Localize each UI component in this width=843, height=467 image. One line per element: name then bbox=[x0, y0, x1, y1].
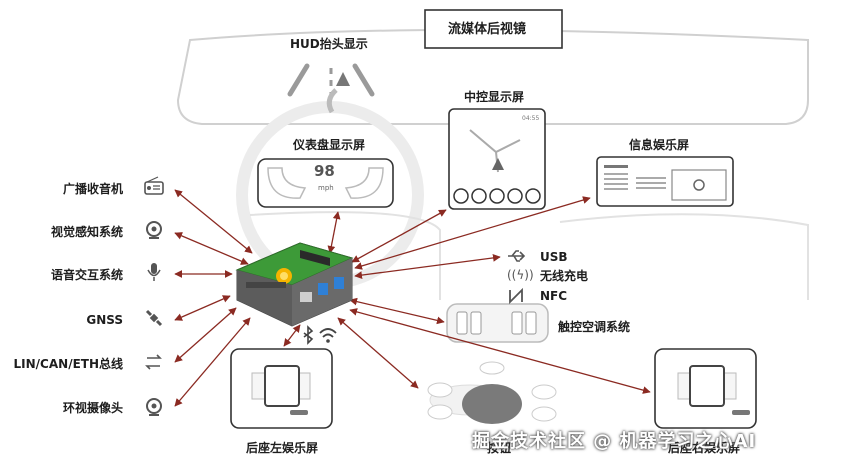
vehicle-bus-label: LIN/CAN/ETH总线 bbox=[13, 357, 123, 371]
cluster-display-graphic bbox=[257, 158, 394, 208]
vision-perception-label: 视觉感知系统 bbox=[50, 225, 123, 239]
streaming-mirror-box bbox=[424, 9, 563, 49]
rear-left-entertainment-label: 后座左娱乐屏 bbox=[246, 441, 319, 455]
satellite-icon bbox=[145, 309, 163, 327]
connection-arrows bbox=[174, 189, 651, 407]
arrow-center bbox=[351, 209, 447, 263]
arrow-buttons bbox=[337, 317, 419, 389]
infotainment-display-label: 信息娱乐屏 bbox=[629, 138, 690, 152]
center-display-label: 中控显示屏 bbox=[464, 90, 525, 104]
wifi-icon bbox=[319, 328, 337, 343]
surround-camera-label: 环视摄像头 bbox=[62, 401, 123, 415]
buttons-label: 按钮 bbox=[487, 441, 512, 455]
microphone-icon bbox=[147, 263, 161, 281]
nfc-label: NFC bbox=[540, 289, 568, 303]
arrow-radio bbox=[174, 189, 253, 254]
voice-interaction-label: 语音交互系统 bbox=[50, 268, 123, 282]
windshield-outline bbox=[176, 29, 809, 125]
cluster-speed-unit: mph bbox=[318, 184, 334, 192]
hud-label: HUD抬头显示 bbox=[290, 37, 368, 51]
center-screen-time: 04:55 bbox=[522, 115, 540, 122]
broadcast-radio-label: 广播收音机 bbox=[62, 182, 123, 196]
center-display-graphic bbox=[448, 108, 546, 210]
infotainment-display-graphic bbox=[596, 156, 734, 207]
arrow-vision bbox=[174, 232, 249, 265]
cluster-display-label: 仪表盘显示屏 bbox=[293, 138, 366, 152]
camera-icon bbox=[146, 221, 162, 239]
svg-text:((ϟ)): ((ϟ)) bbox=[507, 268, 534, 282]
wireless-charging-label: 无线充电 bbox=[540, 269, 589, 283]
cockpit-domain-controller-module bbox=[235, 242, 354, 327]
rear-right-entertainment-label: 后座右娱乐屏 bbox=[668, 441, 741, 455]
rear-left-entertainment-graphic bbox=[230, 348, 333, 429]
watermark-text: 掘金技术社区 @ 机器学习之心AI bbox=[472, 431, 757, 452]
streaming-mirror-label: 流媒体后视镜 bbox=[448, 22, 527, 37]
arrow-infotainment bbox=[354, 196, 591, 270]
bus-arrows-icon bbox=[145, 354, 162, 370]
wireless-charging-icon: ((ϟ)) bbox=[507, 268, 534, 282]
rear-right-entertainment-graphic bbox=[654, 348, 757, 429]
nfc-icon bbox=[509, 287, 523, 305]
gnss-label: GNSS bbox=[86, 313, 123, 327]
surround-camera-icon bbox=[146, 398, 162, 416]
radio-icon bbox=[144, 176, 164, 195]
arrow-climate bbox=[349, 297, 445, 325]
arrow-cluster bbox=[327, 211, 341, 254]
bluetooth-icon bbox=[303, 325, 314, 345]
arrow-usb bbox=[354, 254, 501, 279]
arrow-rear-right bbox=[349, 308, 651, 394]
arrow-rear-left bbox=[283, 324, 301, 347]
arrow-surround bbox=[174, 317, 251, 407]
arrow-gnss bbox=[174, 295, 231, 321]
hud-road-graphic bbox=[287, 63, 375, 114]
cluster-speed: 98 bbox=[314, 162, 335, 180]
